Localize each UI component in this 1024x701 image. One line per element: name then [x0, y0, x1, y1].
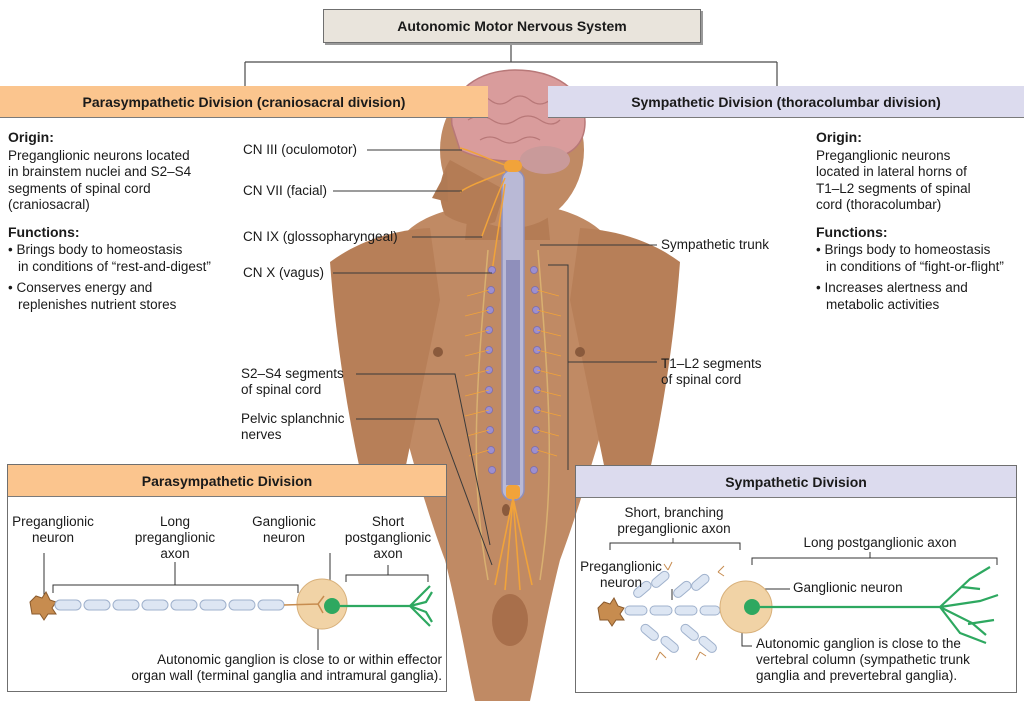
label-ganglionic-neuron: Ganglionic neuron — [793, 580, 903, 595]
sympathetic-chain-ganglia — [485, 266, 541, 474]
label-line: Ganglionic — [252, 514, 316, 529]
label-line: neuron — [31, 530, 75, 545]
leader-lines — [333, 149, 657, 566]
origin-line: Preganglionic neurons located — [8, 147, 190, 163]
parasympathetic-banner: Parasympathetic Division (craniosacral d… — [0, 86, 488, 118]
label-line: of spinal cord — [661, 372, 742, 387]
origin-line: segments of spinal cord — [8, 180, 151, 196]
panel-title: Parasympathetic Division — [8, 465, 446, 497]
label-line: postganglionic — [344, 530, 432, 545]
origin-line: cord (thoracolumbar) — [816, 197, 942, 212]
label-line: of spinal cord — [241, 382, 322, 397]
function-line: in conditions of “fight-or-flight” — [826, 258, 1004, 274]
function-line: • Conserves energy and — [8, 280, 153, 295]
sympathetic-description: Origin: Preganglionic neurons located in… — [816, 129, 1021, 313]
functions-heading: Functions: — [8, 223, 80, 240]
function-item: • Conserves energy and replenishes nutri… — [8, 280, 243, 313]
function-item: • Brings body to homeostasis in conditio… — [816, 242, 1021, 275]
label-line: Preganglionic — [12, 514, 94, 529]
function-line: in conditions of “rest-and-digest” — [18, 258, 211, 274]
label-short-postganglionic-axon: Short postganglionic axon — [336, 514, 440, 562]
origin-heading: Origin: — [8, 129, 54, 145]
label-line: Autonomic ganglion is close to the — [756, 636, 961, 651]
label-line: Preganglionic — [580, 559, 662, 574]
sympathetic-panel: Sympathetic Division — [575, 465, 1017, 693]
label-t1-l2-segments: T1–L2 segments of spinal cord — [661, 356, 762, 388]
label-line: preganglionic axon — [617, 521, 731, 536]
functions-heading: Functions: — [816, 223, 888, 240]
origin-line: Preganglionic neurons — [816, 147, 951, 163]
label-long-preganglionic-axon: Long preganglionic axon — [126, 514, 224, 562]
label-ganglionic-neuron: Ganglionic neuron — [244, 514, 324, 546]
label-line: neuron — [262, 530, 306, 545]
label-line: Autonomic ganglion is close to or within… — [157, 652, 442, 667]
function-line: replenishes nutrient stores — [18, 296, 177, 312]
label-pelvic-splanchnic-nerves: Pelvic splanchnic nerves — [241, 411, 345, 443]
parasympathetic-panel: Parasympathetic Division — [7, 464, 447, 692]
label-line: axon — [373, 546, 403, 561]
function-line: • Brings body to homeostasis — [816, 242, 991, 257]
function-line: metabolic activities — [826, 296, 940, 312]
label-line: preganglionic — [134, 530, 216, 545]
label-line: T1–L2 segments — [661, 356, 762, 371]
label-line: ganglia and prevertebral ganglia). — [756, 668, 958, 683]
label-sympathetic-trunk: Sympathetic trunk — [661, 237, 770, 252]
label-line: Long — [159, 514, 191, 529]
label-cn10: CN X (vagus) — [243, 265, 325, 280]
para-neuron-drawing — [29, 553, 433, 650]
diagram-title: Autonomic Motor Nervous System — [323, 9, 701, 43]
function-item: • Brings body to homeostasis in conditio… — [8, 242, 243, 275]
label-line: vertebral column (sympathetic trunk — [756, 652, 970, 667]
hierarchy-connectors — [244, 42, 778, 86]
label-line: organ wall (terminal ganglia and intramu… — [131, 668, 442, 683]
label-s2-s4-segments: S2–S4 segments of spinal cord — [241, 366, 344, 398]
label-line: Short — [371, 514, 405, 529]
function-item: • Increases alertness and metabolic acti… — [816, 280, 1021, 313]
label-line: nerves — [241, 427, 282, 442]
label-line: S2–S4 segments — [241, 366, 344, 381]
label-preganglionic-neuron: Preganglionic neuron — [575, 559, 667, 591]
label-cn9: CN IX (glossopharyngeal) — [243, 229, 398, 244]
origin-heading: Origin: — [816, 129, 862, 145]
function-line: • Increases alertness and — [816, 280, 968, 295]
origin-line: T1–L2 segments of spinal — [816, 180, 971, 196]
spinal-cord — [494, 160, 533, 591]
origin-line: located in lateral horns of — [816, 164, 967, 179]
origin-line: (craniosacral) — [8, 197, 90, 212]
label-line: Short, branching — [624, 505, 724, 520]
label-long-postganglionic-axon: Long postganglionic axon — [803, 535, 957, 550]
label-short-branching-preganglionic-axon: Short, branching preganglionic axon — [598, 505, 750, 537]
label-preganglionic-neuron: Preganglionic neuron — [7, 514, 99, 546]
label-symp-ganglion-note: Autonomic ganglion is close to the verte… — [756, 636, 970, 684]
label-cn3: CN III (oculomotor) — [243, 142, 358, 157]
spinal-nerve-branches — [464, 289, 562, 457]
label-para-ganglion-note: Autonomic ganglion is close to or within… — [108, 652, 442, 684]
panel-title: Sympathetic Division — [576, 466, 1016, 498]
function-line: • Brings body to homeostasis — [8, 242, 183, 257]
label-cn7: CN VII (facial) — [243, 183, 328, 198]
label-line: axon — [160, 546, 190, 561]
label-line: neuron — [599, 575, 643, 590]
parasympathetic-description: Origin: Preganglionic neurons located in… — [8, 129, 243, 313]
label-line: Pelvic splanchnic — [241, 411, 345, 426]
symp-neuron-drawing — [597, 538, 999, 661]
sympathetic-banner: Sympathetic Division (thoracolumbar divi… — [548, 86, 1024, 118]
origin-line: in brainstem nuclei and S2–S4 — [8, 164, 192, 179]
